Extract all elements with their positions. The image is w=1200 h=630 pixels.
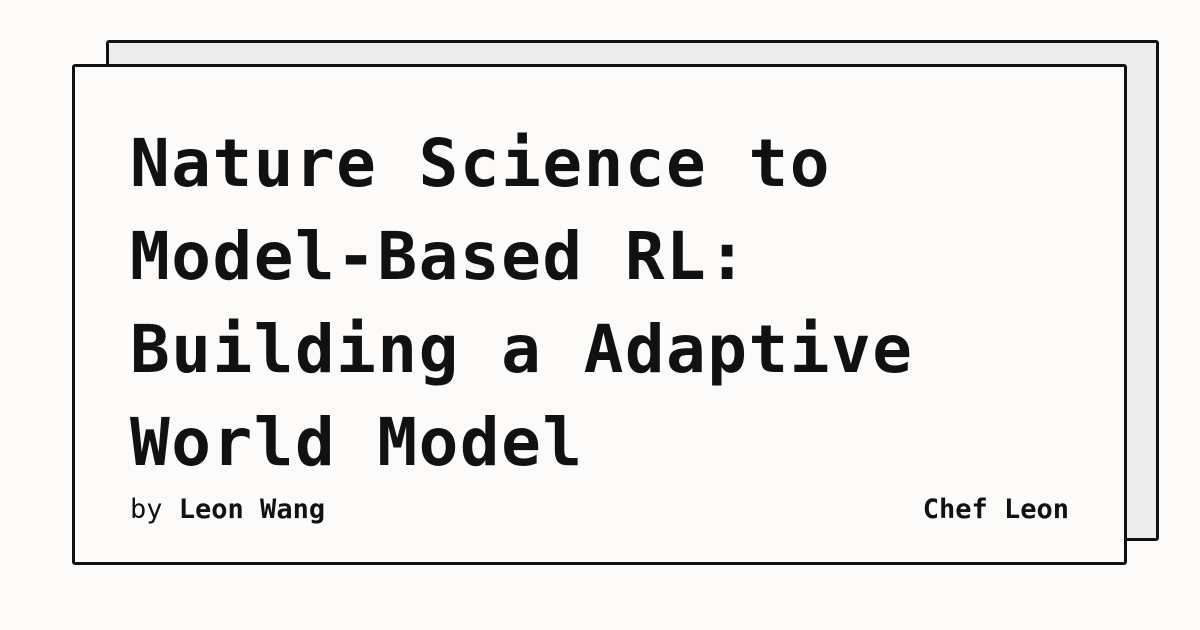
- title-line-3: Building a Adaptive: [130, 311, 914, 388]
- title-line-4: World Model: [130, 404, 584, 481]
- title-card: Nature Science to Model-Based RL: Buildi…: [72, 64, 1127, 565]
- page-title: Nature Science to Model-Based RL: Buildi…: [130, 117, 1090, 489]
- title-line-1: Nature Science to: [130, 125, 832, 202]
- author-name: Leon Wang: [178, 494, 326, 525]
- title-line-2: Model-Based RL:: [130, 218, 749, 295]
- brand-name: Chef Leon: [922, 494, 1069, 525]
- byline-prefix: by: [130, 494, 163, 525]
- byline: by Leon Wang: [130, 493, 325, 527]
